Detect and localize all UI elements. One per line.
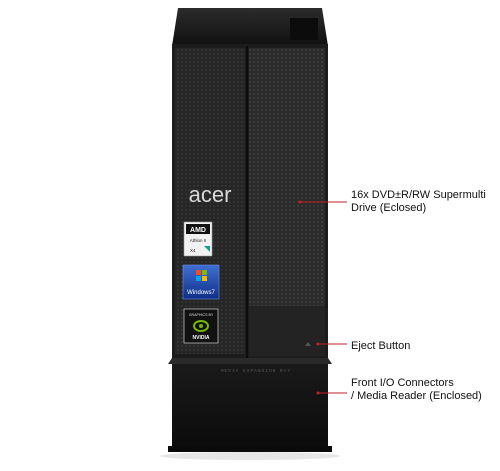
svg-text:GRAPHICS BY: GRAPHICS BY [189,313,214,317]
svg-text:Athlon II: Athlon II [190,238,207,243]
left-mesh-panel [175,48,245,354]
media-bay [172,358,328,448]
io-callout-line2: / Media Reader (Enclosed) [351,390,482,402]
eject-button[interactable] [305,342,311,346]
case-base [168,446,332,452]
dvd-door [249,48,325,306]
nvidia-badge: GRAPHICS BY NVIDIA [183,308,219,344]
dvd-callout-label: 16x DVD±R/RW Supermulti Drive (Eclosed) [351,189,486,215]
case-top [172,8,328,46]
eject-callout-label: Eject Button [351,340,410,353]
svg-text:Windows7: Windows7 [187,290,215,296]
eject-callout-line1: Eject Button [351,340,411,352]
svg-text:X4: X4 [190,248,196,253]
io-callout-label: Front I/O Connectors / Media Reader (Enc… [351,377,482,403]
dvd-callout-line2: Drive (Eclosed) [351,202,427,214]
top-slot [290,18,318,40]
eject-panel [249,306,325,356]
amd-badge: AMD Athlon II X4 [183,221,213,257]
bay-label: MEDIA EXPANSION BAY [221,368,291,374]
svg-text:NVIDIA: NVIDIA [193,335,210,341]
acer-logo: acer [189,182,232,207]
io-callout-line1: Front I/O Connectors [351,377,454,389]
dvd-callout-line1: 16x DVD±R/RW Supermulti [351,189,486,201]
windows-badge: Windows7 [182,264,220,300]
svg-text:AMD: AMD [190,227,206,234]
